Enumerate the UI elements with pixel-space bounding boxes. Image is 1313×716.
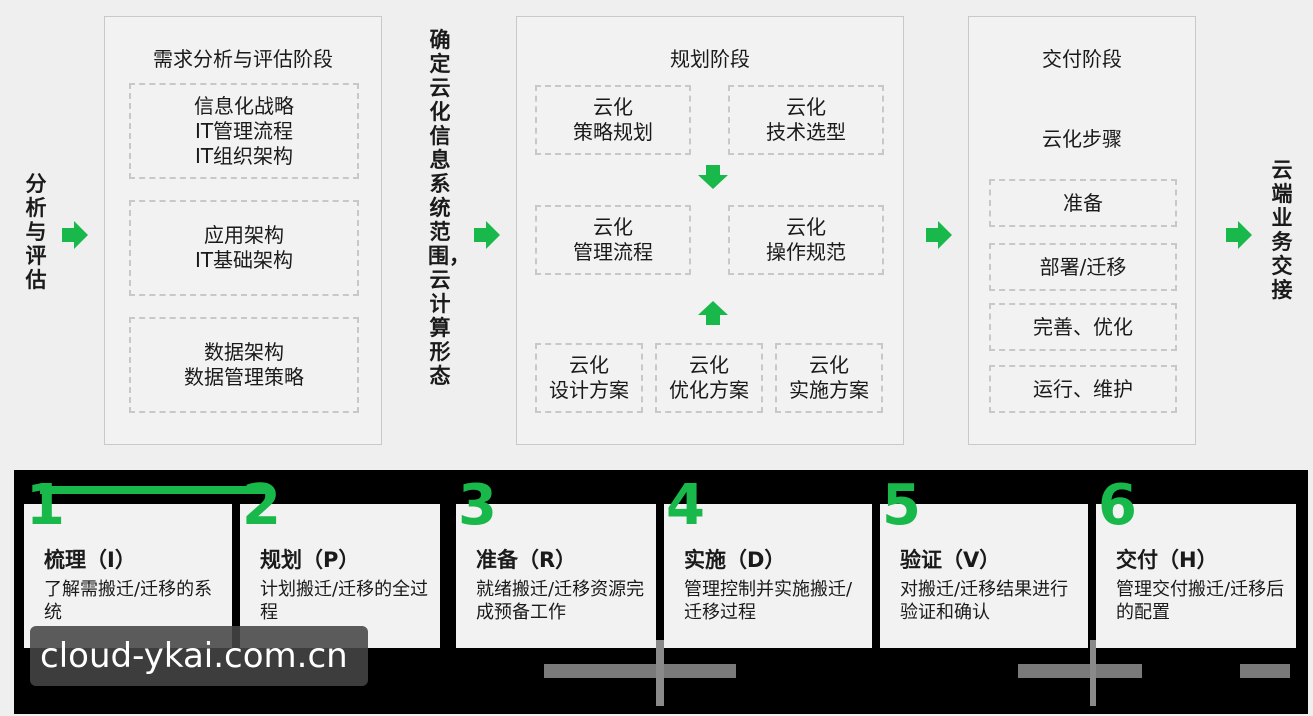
stage-analysis-title: 需求分析与评估阶段 — [153, 47, 333, 71]
planning-box-optimize: 云化 优化方案 — [655, 343, 763, 413]
phase-card-5: 5 验证（V） 对搬迁/迁移结果进行验证和确认 — [880, 476, 1088, 648]
planning-box-strategy: 云化 策略规划 — [535, 85, 691, 155]
phase-desc: 管理交付搬迁/迁移后的配置 — [1116, 579, 1285, 623]
phase-number: 3 — [458, 473, 497, 538]
divider — [1090, 640, 1096, 706]
phase-title: 准备（R） — [476, 548, 577, 572]
phase-desc: 计划搬迁/迁移的全过程 — [260, 579, 429, 623]
planning-box-design: 云化 设计方案 — [535, 343, 643, 413]
planning-box-tech: 云化 技术选型 — [728, 85, 884, 155]
phase-number: 4 — [666, 473, 705, 538]
phase-desc: 了解需搬迁/迁移的系统 — [44, 579, 213, 623]
planning-box-implement: 云化 实施方案 — [775, 343, 883, 413]
analysis-box-data: 数据架构 数据管理策略 — [129, 317, 359, 413]
gray-bar — [1018, 664, 1142, 678]
phase-desc: 对搬迁/迁移结果进行验证和确认 — [900, 579, 1069, 623]
phase-number: 1 — [26, 473, 65, 538]
progress-bar — [40, 486, 270, 494]
phase-card-6: 6 交付（H） 管理交付搬迁/迁移后的配置 — [1096, 476, 1296, 648]
phase-title: 梳理（I） — [44, 548, 136, 572]
scope-label: 确定云化信息系统范围，云计算形态 — [428, 28, 470, 388]
delivery-step-optimize: 完善、优化 — [989, 303, 1177, 351]
gray-bar — [1240, 664, 1290, 678]
phase-number: 2 — [242, 473, 281, 538]
stage-delivery-panel: 交付阶段 云化步骤 准备 部署/迁移 完善、优化 运行、维护 — [968, 16, 1196, 445]
planning-box-operation: 云化 操作规范 — [728, 205, 884, 275]
phase-number: 5 — [882, 473, 921, 538]
stage-planning-title: 规划阶段 — [670, 47, 750, 71]
phase-desc: 管理控制并实施搬迁/迁移过程 — [684, 579, 853, 623]
phase-card-4: 4 实施（D） 管理控制并实施搬迁/迁移过程 — [664, 476, 872, 648]
analysis-box-strategy: 信息化战略 IT管理流程 IT组织架构 — [129, 83, 359, 179]
phase-card-3: 3 准备（R） 就绪搬迁/迁移资源完成预备工作 — [456, 476, 656, 648]
phase-title: 规划（P） — [260, 548, 360, 572]
stage-delivery-title: 交付阶段 — [1042, 47, 1122, 71]
analysis-box-architecture: 应用架构 IT基础架构 — [129, 200, 359, 296]
phase-desc: 就绪搬迁/迁移资源完成预备工作 — [476, 579, 645, 623]
phase-card-2: 2 规划（P） 计划搬迁/迁移的全过程 — [240, 476, 440, 648]
watermark: cloud-ykai.com.cn — [30, 626, 368, 686]
stage-planning-panel: 规划阶段 云化 策略规划 云化 技术选型 云化 管理流程 云化 操作规范 云化 … — [516, 16, 904, 445]
phase-title: 验证（V） — [900, 548, 1001, 572]
delivery-step-deploy: 部署/迁移 — [989, 243, 1177, 291]
divider — [656, 640, 664, 706]
stage-analysis-panel: 需求分析与评估阶段 信息化战略 IT管理流程 IT组织架构 应用架构 IT基础架… — [104, 16, 382, 445]
phase-card-1: 1 梳理（I） 了解需搬迁/迁移的系统 — [24, 476, 232, 648]
phase-title: 实施（D） — [684, 548, 786, 572]
gray-bar — [544, 664, 736, 678]
delivery-subtitle: 云化步骤 — [1042, 127, 1122, 151]
phase-title: 交付（H） — [1116, 548, 1218, 572]
planning-box-process: 云化 管理流程 — [535, 205, 691, 275]
right-label-handover: 云端业务交接 — [1271, 158, 1293, 302]
delivery-step-prepare: 准备 — [989, 179, 1177, 227]
delivery-step-operate: 运行、维护 — [989, 365, 1177, 413]
phase-number: 6 — [1098, 473, 1137, 538]
left-label-analysis: 分析与评估 — [25, 172, 47, 292]
